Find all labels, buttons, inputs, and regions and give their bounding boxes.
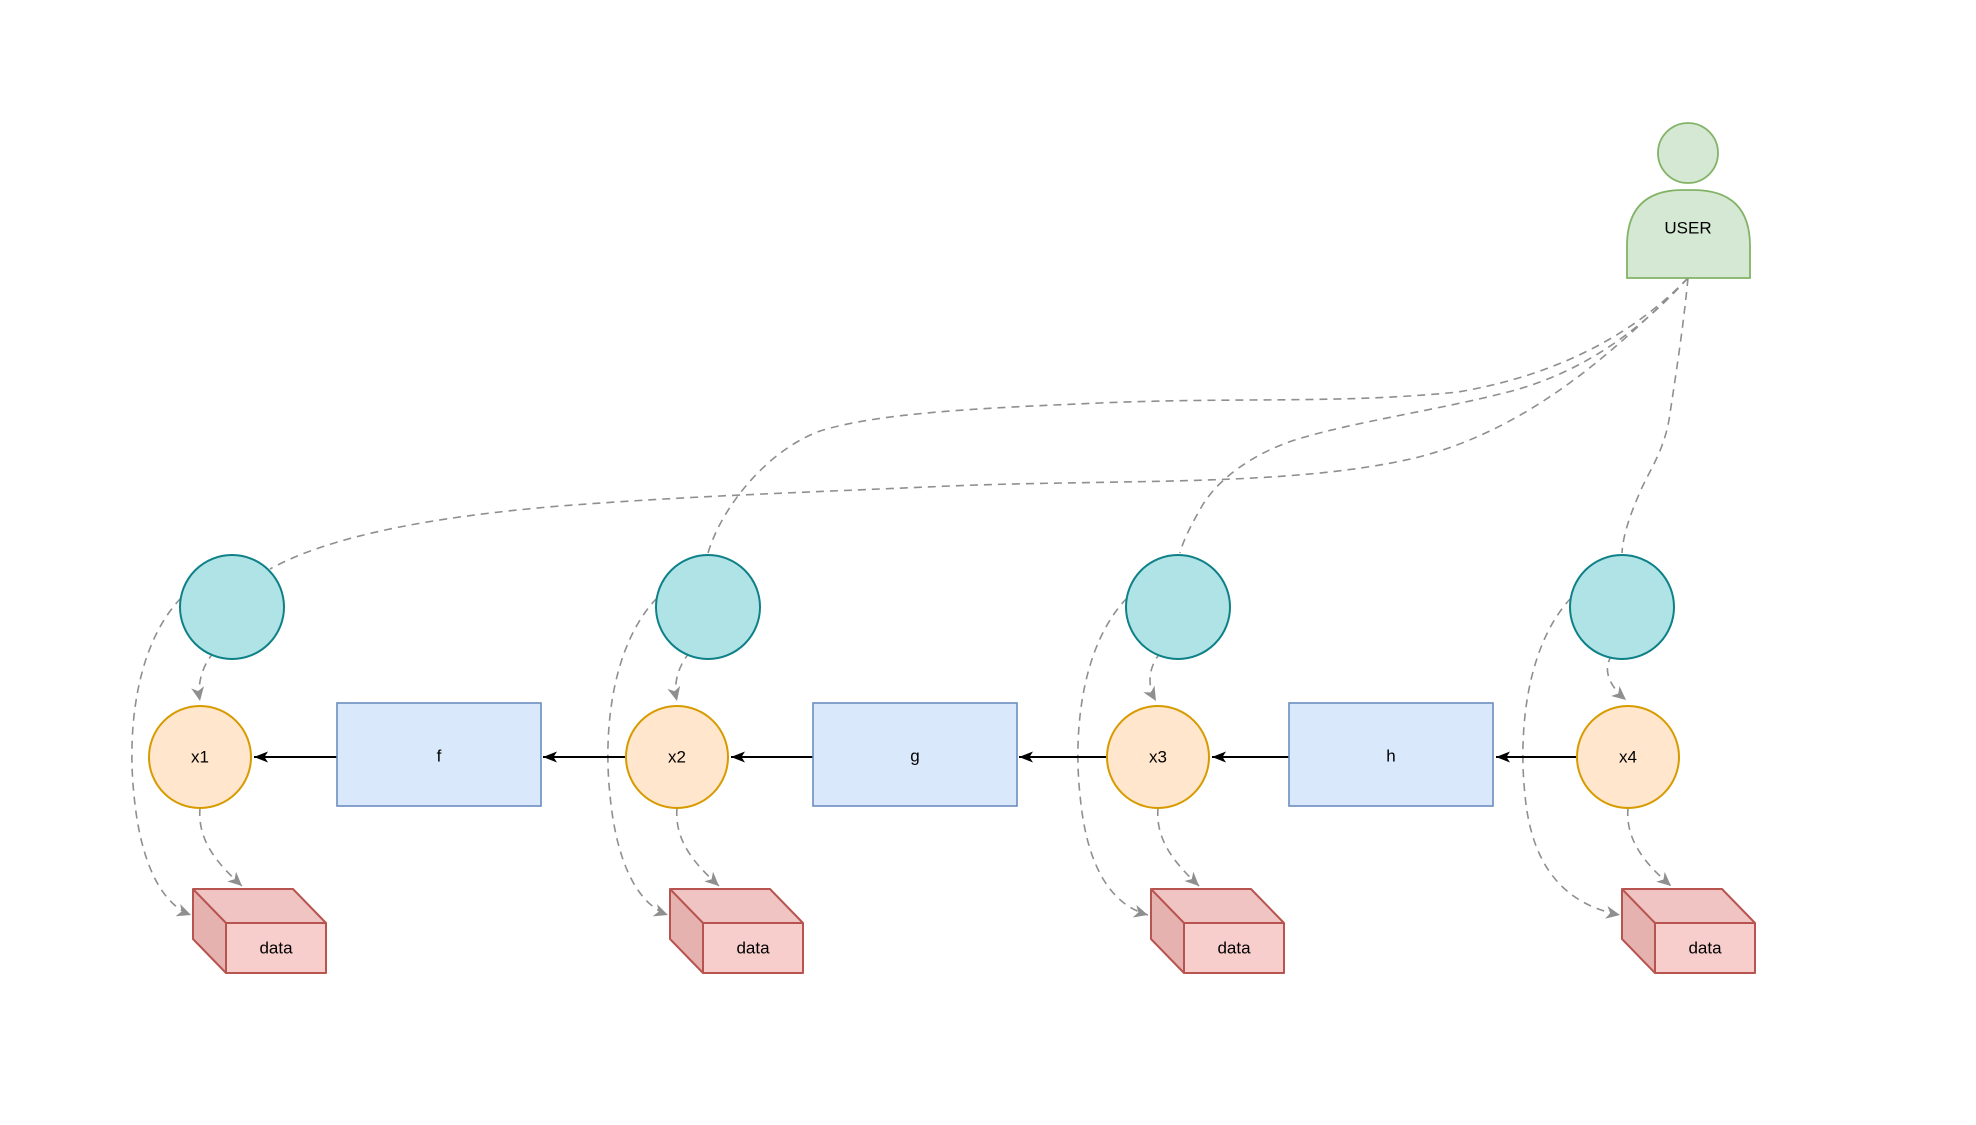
edge-user-tap-2 [707,277,1689,554]
function-nodes: f g h [336,702,1494,807]
cube-side-face [193,889,226,973]
variable-nodes: x1 x2 x3 x4 [148,705,1680,809]
data-store-label: data [1688,939,1722,958]
var-circle-x4 [1576,705,1680,809]
edge-x2-data-2 [676,807,720,887]
var-circle-x2 [625,705,729,809]
cube-top-face [1622,889,1755,923]
fn-label-g: g [910,747,919,766]
data-store-1: data [192,888,327,974]
cube-front-face [1655,923,1755,973]
edge-x4-data-4 [1627,807,1672,887]
edge-tap-data-1 [131,597,192,917]
var-label-x3: x3 [1149,748,1167,767]
cube-outline [1150,888,1285,974]
cube-outline [1621,888,1756,974]
edge-x3-data-3 [1157,807,1200,887]
cube-top-face [670,889,803,923]
fn-rect-f [336,702,542,807]
edges-taps-to-vars [191,651,1627,702]
tap-circles [179,554,1675,660]
var-node-x4: x4 [1576,705,1680,809]
user-body-icon [1626,189,1751,279]
var-label-x4: x4 [1619,748,1637,767]
edge-tap-data-3 [1077,597,1149,918]
var-label-x2: x2 [668,748,686,767]
edge-tap-x3 [1143,651,1162,702]
var-circle-x1 [148,705,252,809]
tap-circle-1 [179,554,285,660]
fn-node-f: f [336,702,542,807]
fn-rect-g [812,702,1018,807]
data-store-label: data [1217,939,1251,958]
tap-circle-3 [1125,554,1231,660]
edge-x1-data-1 [199,807,243,887]
cube-side-face [1622,889,1655,973]
cube-top-face [1151,889,1284,923]
cube-front-face [226,923,326,973]
var-node-x2: x2 [625,705,729,809]
cube-front-face [1184,923,1284,973]
cube-side-face [670,889,703,973]
user-figure: USER [1626,122,1751,279]
edge-user-tap-1 [269,277,1689,570]
edge-tap-data-4 [1522,597,1621,919]
fn-label-f: f [437,747,442,766]
var-node-x3: x3 [1106,705,1210,809]
var-circle-x3 [1106,705,1210,809]
data-store-4: data [1621,888,1756,974]
cube-front-face [703,923,803,973]
edges-taps-to-data [131,597,1621,919]
edge-tap-x1 [191,651,215,702]
edge-tap-x2 [667,651,691,702]
edge-tap-data-2 [607,597,669,917]
cube-side-face [1151,889,1184,973]
cube-outline [192,888,327,974]
fn-label-h: h [1386,747,1395,766]
edge-tap-x4 [1606,654,1627,701]
user-label: USER [1664,219,1711,238]
fn-node-g: g [812,702,1018,807]
fn-node-h: h [1288,702,1494,807]
data-store-label: data [736,939,770,958]
cube-outline [669,888,804,974]
fn-rect-h [1288,702,1494,807]
edges-user-to-taps [269,277,1689,570]
var-label-x1: x1 [191,748,209,767]
cube-top-face [193,889,326,923]
data-stores: data data data data [192,888,1756,974]
data-store-2: data [669,888,804,974]
tap-circle-4 [1569,554,1675,660]
data-store-label: data [259,939,293,958]
data-store-3: data [1150,888,1285,974]
tap-circle-2 [655,554,761,660]
user-head-icon [1657,122,1719,184]
edge-user-tap-3 [1179,277,1689,554]
edges-vars-to-data [199,807,1672,887]
edge-user-tap-4 [1621,277,1689,554]
var-node-x1: x1 [148,705,252,809]
